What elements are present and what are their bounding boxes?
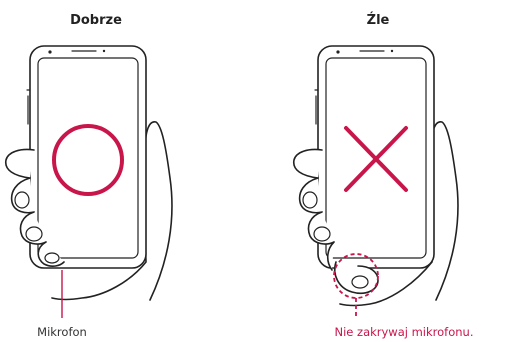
incorrect-grip-panel: Źle Nie zakrywaj mikrofonu. [294,12,474,339]
front-camera-icon [48,50,51,53]
microphone-label: Mikrofon [37,325,87,339]
front-camera-icon [336,50,339,53]
correct-grip-panel: Dobrze Mikrofon [6,13,172,339]
sensor-icon [391,50,393,52]
incorrect-title: Źle [367,12,390,28]
warning-label: Nie zakrywaj mikrofonu. [335,325,474,339]
sensor-icon [103,50,105,52]
correct-title: Dobrze [70,13,122,28]
